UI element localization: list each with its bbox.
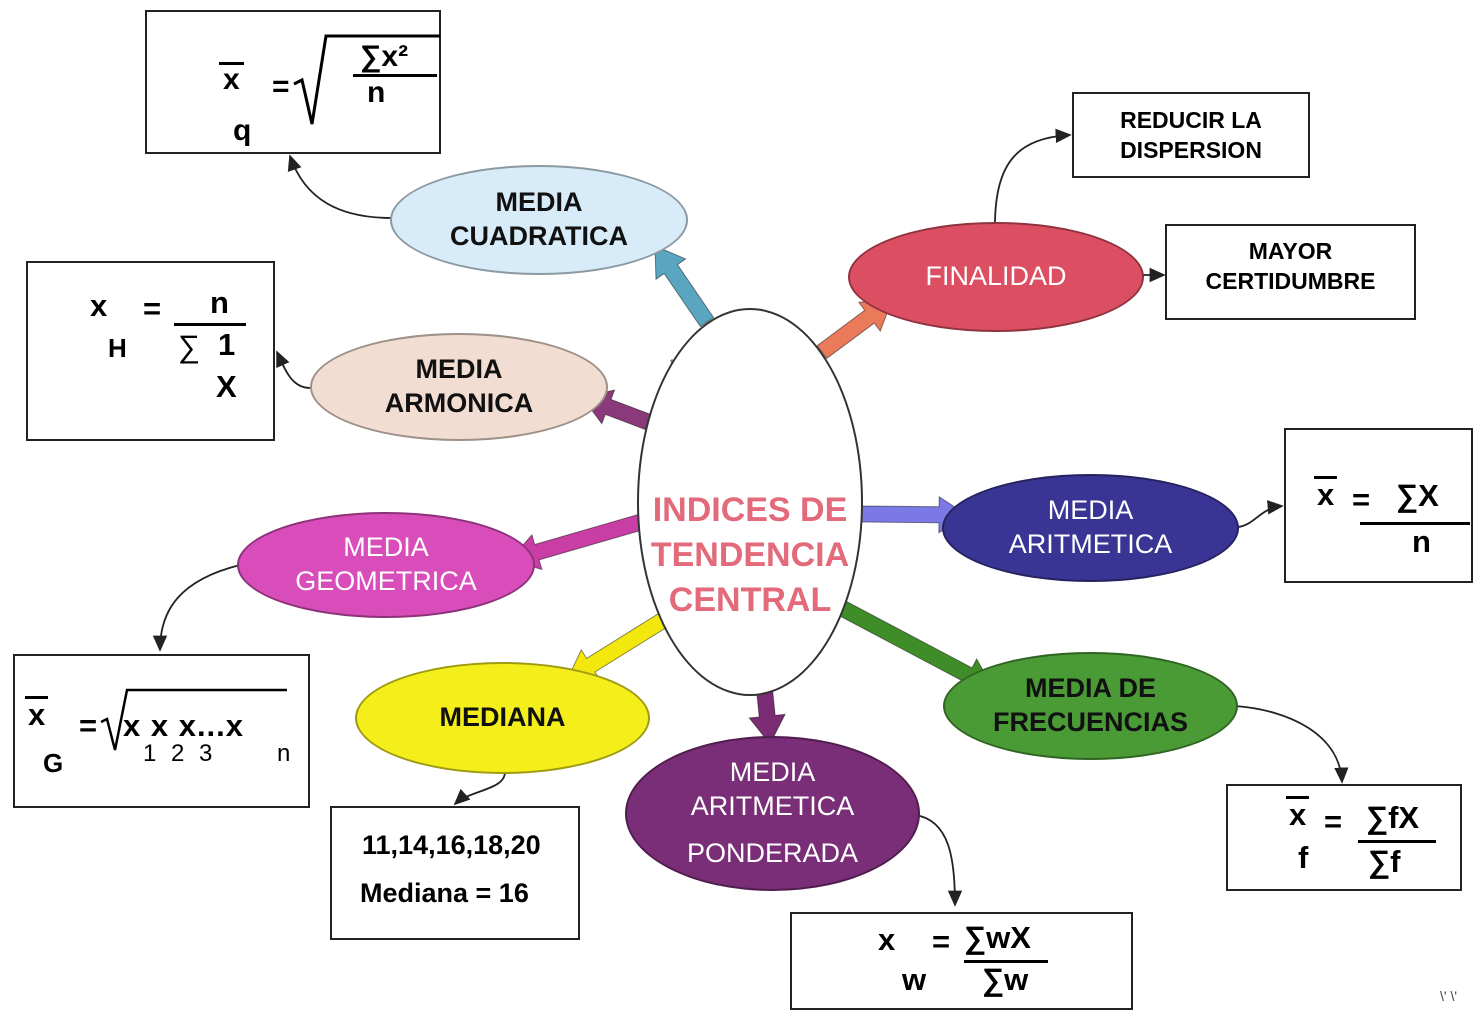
formula-cuadratica-x: x bbox=[219, 62, 244, 95]
formula-cuadratica-den: n bbox=[367, 76, 386, 109]
formula-ponderada-den: ∑w bbox=[982, 962, 1029, 997]
node-media-aritmetica: MEDIA ARITMETICA bbox=[942, 474, 1239, 582]
formula-armonica-sigma: ∑ bbox=[178, 329, 201, 364]
node-finalidad-line-1: FINALIDAD bbox=[925, 261, 1067, 292]
box-reducir-dispersion: REDUCIR LA DISPERSION bbox=[1072, 92, 1310, 178]
formula-ponderada-sub: w bbox=[902, 962, 927, 997]
box-mayor-certidumbre: MAYOR CERTIDUMBRE bbox=[1165, 224, 1416, 320]
node-frecuencias-line-2: FRECUENCIAS bbox=[992, 707, 1188, 737]
formula-geometrica-index-n: n bbox=[277, 740, 291, 767]
box-certidumbre-line-2: CERTIDUMBRE bbox=[1205, 268, 1376, 294]
node-finalidad: FINALIDAD bbox=[848, 222, 1144, 332]
node-aritmetica-line-1: MEDIA bbox=[1047, 495, 1134, 526]
formula-aritmetica-num: ∑X bbox=[1396, 478, 1439, 513]
formula-geometrica-indices: 1 2 3 bbox=[143, 740, 217, 767]
formula-frecuencias-sub: f bbox=[1298, 840, 1309, 875]
node-media-geometrica: MEDIA GEOMETRICA bbox=[237, 512, 535, 618]
formula-ponderada-x: x bbox=[878, 922, 896, 957]
formula-armonica-X: X bbox=[216, 369, 237, 404]
connector-armonica-formula bbox=[276, 350, 311, 389]
node-ponderada-line-3: PONDERADA bbox=[686, 838, 859, 869]
formula-media-aritmetica: x = ∑X n bbox=[1284, 428, 1473, 583]
formula-aritmetica-den: n bbox=[1412, 524, 1431, 559]
formula-geometrica-eq: = bbox=[79, 708, 98, 743]
formula-armonica-sub: H bbox=[108, 333, 127, 363]
formula-media-frecuencias: x f = ∑fX ∑f bbox=[1226, 784, 1462, 891]
formula-frecuencias-eq: = bbox=[1324, 804, 1343, 839]
formula-geometrica-sub: G bbox=[43, 748, 64, 778]
formula-ponderada-num: ∑wX bbox=[964, 920, 1031, 955]
arrow-to-cuadratica bbox=[654, 245, 715, 328]
connector-aritmetica-formula bbox=[1237, 500, 1284, 528]
node-media-de-frecuencias: MEDIA DE FRECUENCIAS bbox=[943, 652, 1238, 760]
connector-mediana-values bbox=[453, 771, 506, 806]
node-aritmetica-line-2: ARITMETICA bbox=[1008, 529, 1173, 559]
formula-ponderada-fraction-line bbox=[964, 960, 1048, 963]
formula-frecuencias-fraction-line bbox=[1358, 840, 1436, 843]
formula-media-cuadratica: x = q ∑x² n bbox=[145, 10, 441, 154]
formula-armonica-num: n bbox=[210, 285, 229, 320]
node-frecuencias-line-1: MEDIA DE bbox=[1024, 673, 1156, 704]
node-media-geometrica-line-2: GEOMETRICA bbox=[295, 566, 477, 596]
center-title-line-2: TENDENCIA bbox=[650, 535, 850, 574]
mediana-values: 11,14,16,18,20 bbox=[362, 830, 541, 860]
formula-media-ponderada: x w = ∑wX ∑w bbox=[790, 912, 1133, 1010]
node-mediana: MEDIANA bbox=[355, 662, 650, 774]
node-media-geometrica-line-1: MEDIA bbox=[343, 532, 429, 563]
radical-sign-icon-geometrica bbox=[100, 688, 287, 751]
formula-media-geometrica: x G = x x x...x 1 2 3 n bbox=[13, 654, 310, 808]
formula-cuadratica-num: ∑x² bbox=[360, 40, 409, 73]
box-reducir-line-1: REDUCIR LA bbox=[1120, 107, 1262, 133]
formula-aritmetica-x: x bbox=[1314, 476, 1338, 511]
center-node bbox=[637, 308, 863, 696]
formula-armonica-x: x bbox=[90, 288, 108, 323]
node-media-cuadratica-line-2: CUADRATICA bbox=[450, 221, 628, 251]
node-mediana-line-1: MEDIANA bbox=[439, 702, 566, 733]
radical-sign-icon bbox=[293, 34, 440, 125]
connector-finalidad-reducir bbox=[994, 128, 1072, 226]
center-title-line-3: CENTRAL bbox=[668, 580, 832, 619]
box-reducir-line-2: DISPERSION bbox=[1120, 137, 1262, 163]
formula-media-armonica: x H = n ∑ 1 X bbox=[26, 261, 275, 441]
center-title-line-1: INDICES DE bbox=[652, 491, 848, 529]
mediana-result: Mediana = 16 bbox=[360, 878, 529, 908]
formula-frecuencias-x: x bbox=[1286, 796, 1310, 831]
formula-frecuencias-num: ∑fX bbox=[1366, 800, 1420, 835]
formula-ponderada-eq: = bbox=[932, 924, 951, 959]
connector-cuadratica-formula bbox=[287, 154, 393, 219]
formula-armonica-fraction-line bbox=[174, 323, 246, 326]
node-media-armonica-line-1: MEDIA bbox=[415, 354, 503, 385]
formula-geometrica-x: x bbox=[25, 696, 49, 731]
formula-frecuencias-den: ∑f bbox=[1368, 844, 1401, 879]
node-ponderada-line-1: MEDIA bbox=[729, 756, 816, 787]
corner-mark: \' \' bbox=[1440, 988, 1458, 1004]
connector-ponderada-formula bbox=[914, 814, 963, 907]
connector-frecuencias-formula bbox=[1234, 705, 1349, 784]
node-media-armonica-line-2: ARMONICA bbox=[384, 388, 534, 418]
node-media-cuadratica-line-1: MEDIA bbox=[495, 187, 583, 218]
formula-armonica-eq: = bbox=[143, 291, 162, 326]
formula-geometrica-radicand: x x x...x bbox=[123, 708, 245, 743]
formula-cuadratica-eq: = bbox=[272, 70, 290, 103]
formula-cuadratica-fraction-line bbox=[353, 74, 437, 77]
formula-armonica-one: 1 bbox=[218, 327, 236, 362]
formula-aritmetica-fraction-line bbox=[1360, 522, 1470, 525]
center-title: INDICES DE TENDENCIA CENTRAL bbox=[643, 488, 857, 623]
connector-geometrica-formula bbox=[152, 564, 241, 652]
formula-aritmetica-eq: = bbox=[1352, 482, 1371, 517]
node-media-cuadratica: MEDIA CUADRATICA bbox=[390, 165, 688, 275]
node-ponderada-line-2: ARITMETICA bbox=[690, 790, 855, 821]
box-mediana-example: 11,14,16,18,20 Mediana = 16 bbox=[330, 806, 580, 940]
node-media-aritmetica-ponderada: MEDIA ARITMETICA PONDERADA bbox=[625, 736, 920, 891]
formula-cuadratica-sub: q bbox=[233, 114, 252, 147]
node-media-armonica: MEDIA ARMONICA bbox=[310, 333, 608, 441]
box-certidumbre-line-1: MAYOR bbox=[1248, 238, 1333, 264]
